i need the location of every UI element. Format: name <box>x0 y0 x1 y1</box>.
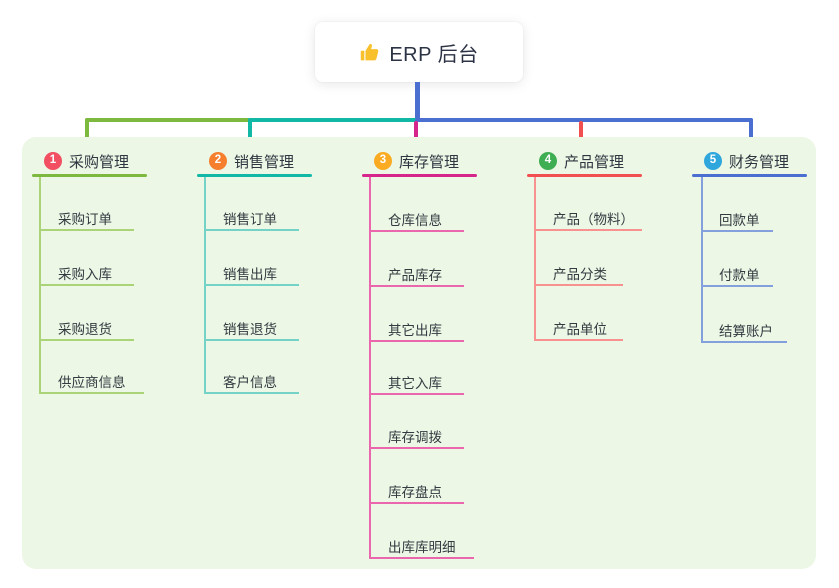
child-node-customer-info[interactable]: 客户信息 <box>223 375 277 390</box>
child-underline <box>369 557 474 559</box>
branch-node-finance-management[interactable]: 5 财务管理 <box>704 151 789 171</box>
branch-number-badge: 5 <box>704 152 722 170</box>
child-underline <box>534 229 642 231</box>
branch-label: 采购管理 <box>69 153 130 171</box>
child-node-supplier-info[interactable]: 供应商信息 <box>58 375 126 390</box>
child-underline <box>701 341 787 343</box>
child-underline <box>369 285 464 287</box>
connector-bar-right <box>415 118 753 122</box>
branch-label: 销售管理 <box>234 153 295 171</box>
child-node-purchase-return[interactable]: 采购退货 <box>58 322 112 337</box>
connector-drop-product <box>579 121 583 142</box>
child-underline <box>369 230 464 232</box>
child-node-sales-order[interactable]: 销售订单 <box>223 212 277 227</box>
child-underline <box>204 339 299 341</box>
children-connector <box>701 177 703 343</box>
branch-label: 财务管理 <box>729 153 790 171</box>
branch-label: 库存管理 <box>399 153 460 171</box>
child-node-product-unit[interactable]: 产品单位 <box>553 322 607 337</box>
branch-underline <box>527 174 642 177</box>
children-connector <box>369 177 371 559</box>
branch-node-purchase-management[interactable]: 1 采购管理 <box>44 151 129 171</box>
child-node-receipt-bill[interactable]: 回款单 <box>719 213 760 228</box>
child-node-payment-bill[interactable]: 付款单 <box>719 268 760 283</box>
branch-underline <box>692 174 807 177</box>
child-underline <box>204 284 299 286</box>
child-node-stock-count[interactable]: 库存盘点 <box>388 485 442 500</box>
child-node-settlement-account[interactable]: 结算账户 <box>719 324 773 339</box>
child-node-other-inbound[interactable]: 其它入库 <box>388 376 442 391</box>
child-underline <box>369 393 464 395</box>
child-node-stock-transfer[interactable]: 库存调拨 <box>388 430 442 445</box>
child-underline <box>534 339 623 341</box>
child-node-purchase-order[interactable]: 采购订单 <box>58 212 112 227</box>
child-underline <box>39 229 134 231</box>
child-node-product-category[interactable]: 产品分类 <box>553 267 607 282</box>
branch-node-inventory-management[interactable]: 3 库存管理 <box>374 151 459 171</box>
branch-number-badge: 2 <box>209 152 227 170</box>
connector-root-trunk <box>415 82 420 122</box>
child-node-sales-outbound[interactable]: 销售出库 <box>223 267 277 282</box>
child-underline <box>204 392 299 394</box>
child-underline <box>204 229 299 231</box>
connector-drop-sales <box>248 118 252 143</box>
child-underline <box>701 285 773 287</box>
child-underline <box>369 447 464 449</box>
child-node-product-material[interactable]: 产品（物料） <box>553 212 634 227</box>
branches-panel <box>22 137 816 569</box>
branch-node-product-management[interactable]: 4 产品管理 <box>539 151 624 171</box>
children-connector <box>534 177 536 341</box>
connector-bar-middle <box>248 118 418 122</box>
branch-underline <box>197 174 312 177</box>
child-underline <box>39 339 134 341</box>
child-node-purchase-inbound[interactable]: 采购入库 <box>58 267 112 282</box>
branch-label: 产品管理 <box>564 153 625 171</box>
branch-number-badge: 1 <box>44 152 62 170</box>
branch-node-sales-management[interactable]: 2 销售管理 <box>209 151 294 171</box>
child-underline <box>369 340 464 342</box>
child-underline <box>701 230 773 232</box>
child-node-other-outbound[interactable]: 其它出库 <box>388 323 442 338</box>
child-node-sales-return[interactable]: 销售退货 <box>223 322 277 337</box>
child-underline <box>534 284 623 286</box>
child-node-warehouse-info[interactable]: 仓库信息 <box>388 213 442 228</box>
branch-number-badge: 4 <box>539 152 557 170</box>
branch-number-badge: 3 <box>374 152 392 170</box>
root-node[interactable]: ERP 后台 <box>315 22 523 82</box>
connector-drop-finance <box>749 118 753 143</box>
child-node-outbound-detail[interactable]: 出库库明细 <box>388 540 456 555</box>
branch-underline <box>362 174 477 177</box>
branch-underline <box>32 174 147 177</box>
root-title: ERP 后台 <box>389 43 479 66</box>
connector-bar-left <box>85 118 250 122</box>
connector-drop-purchase <box>85 118 89 143</box>
child-underline <box>369 502 464 504</box>
child-underline <box>39 284 134 286</box>
thumbs-up-icon <box>359 42 380 63</box>
child-node-product-stock[interactable]: 产品库存 <box>388 268 442 283</box>
connector-drop-inventory <box>414 121 418 142</box>
child-underline <box>39 392 144 394</box>
